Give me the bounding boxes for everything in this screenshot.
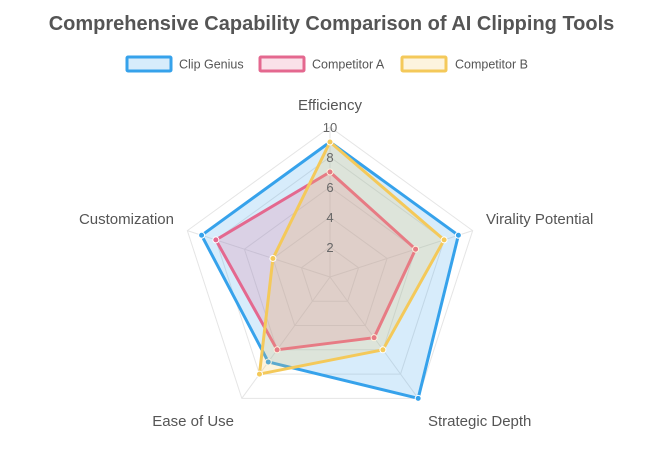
axis-labels: Efficiency Virality Potential Strategic … (79, 97, 593, 430)
legend-item-competitor-a[interactable]: Competitor A (258, 55, 385, 73)
axis-label-strategic-depth: Strategic Depth (428, 413, 531, 430)
axis-label-efficiency: Efficiency (298, 97, 362, 114)
grid-ring (272, 216, 388, 327)
tick-label: 8 (326, 150, 333, 165)
legend-label: Competitor B (455, 58, 528, 72)
series-point (212, 236, 220, 244)
grid-ring (215, 156, 445, 375)
tick-label: 2 (326, 240, 333, 255)
series-point (326, 138, 334, 146)
legend-swatch (258, 55, 306, 73)
radar-tick-labels: 2 4 6 8 10 (323, 120, 337, 255)
legend-swatch (125, 55, 173, 73)
legend: Clip Genius Competitor A Competitor B (125, 55, 528, 73)
axis-label-ease-of-use: Ease of Use (152, 413, 234, 430)
legend-swatch (400, 55, 448, 73)
grid-ring (243, 186, 417, 351)
series-area (200, 140, 460, 400)
series-point (414, 394, 422, 402)
series-point (440, 236, 448, 244)
chart-title: Comprehensive Capability Comparison of A… (49, 13, 615, 35)
series-area (214, 170, 418, 352)
axis-label-virality-potential: Virality Potential (486, 211, 593, 228)
legend-label: Competitor A (312, 58, 385, 72)
radar-grid (186, 126, 474, 399)
legend-item-competitor-b[interactable]: Competitor B (400, 55, 528, 73)
series-point (198, 231, 206, 239)
series-point (264, 358, 272, 366)
axis-label-customization: Customization (79, 211, 174, 228)
series-point (370, 334, 378, 342)
series-point (412, 245, 420, 253)
tick-label: 4 (326, 210, 333, 225)
tick-label: 10 (323, 120, 337, 135)
series-point (269, 254, 277, 262)
grid-spoke (187, 230, 331, 278)
series-point (255, 370, 263, 378)
series-point (326, 168, 334, 176)
series-point (454, 231, 462, 239)
legend-item-clip-genius[interactable]: Clip Genius (125, 55, 244, 73)
grid-spoke (329, 230, 473, 278)
grid-spoke (241, 276, 331, 399)
series-point (273, 346, 281, 354)
grid-ring (300, 246, 360, 302)
series-point (379, 346, 387, 354)
radar-series (198, 138, 462, 402)
grid-ring (186, 126, 474, 399)
legend-label: Clip Genius (179, 58, 244, 72)
series-area (257, 140, 446, 376)
tick-label: 6 (326, 180, 333, 195)
